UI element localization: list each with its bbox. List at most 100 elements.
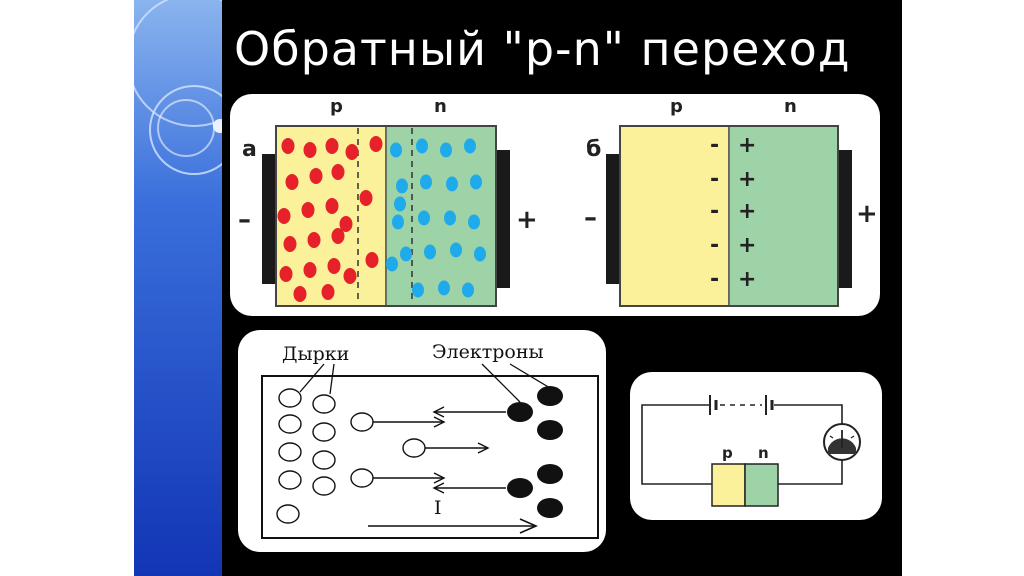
diagram-a-letter: а <box>242 137 257 162</box>
diagram-b-left-electrode <box>606 154 620 284</box>
hole-dot <box>345 144 359 160</box>
diagram-b-letter: б <box>586 137 601 162</box>
diagram-b-p-region <box>619 125 730 307</box>
pn-junction-diagrams-panel: а – + p n б – + p n <box>230 94 880 316</box>
diagram-b-n-region <box>728 125 839 307</box>
hole-circle <box>312 394 336 414</box>
electron-dot <box>392 214 404 230</box>
electron-dot <box>446 176 458 192</box>
carrier-arrows <box>373 406 506 494</box>
circuit-p-region <box>711 463 746 507</box>
negative-charge-mark: - <box>710 133 719 158</box>
battery-icon <box>709 395 774 415</box>
electron-ellipse <box>537 386 563 406</box>
hole-dot <box>369 136 383 152</box>
slide: Обратный "p-n" переход а – + p n <box>134 0 902 576</box>
hole-dot <box>301 202 315 218</box>
hole-dot <box>279 266 293 282</box>
positive-charge-mark: + <box>738 199 756 224</box>
electron-dot <box>440 142 452 158</box>
electron-dot <box>450 242 462 258</box>
hole-dot <box>331 228 345 244</box>
hole-dot <box>281 138 295 154</box>
diagram-a-left-electrode <box>262 154 276 284</box>
electron-ellipse <box>537 464 563 484</box>
positive-charge-mark: + <box>738 233 756 258</box>
hole-dot <box>359 190 373 206</box>
diagram-b-right-electrode <box>838 150 852 288</box>
hole-dot <box>293 286 307 302</box>
negative-charge-mark: - <box>710 267 719 292</box>
hole-dot <box>343 268 357 284</box>
electron-dot <box>420 174 432 190</box>
diagram-b-n-label: n <box>784 96 797 117</box>
hole-circle <box>278 470 302 490</box>
electron-dot <box>400 246 412 262</box>
negative-charge-mark: - <box>710 167 719 192</box>
hole-dot <box>325 138 339 154</box>
electron-dot <box>438 280 450 296</box>
diagram-a-p-region <box>275 125 387 307</box>
diagram-a-p-label: p <box>330 96 343 117</box>
electrons-label: Электроны <box>432 341 544 363</box>
positive-charge-mark: + <box>738 267 756 292</box>
diagram-a-n-label: n <box>434 96 447 117</box>
positive-charge-mark: + <box>738 133 756 158</box>
electron-dot <box>444 210 456 226</box>
hole-dot <box>339 216 353 232</box>
hole-circle <box>278 388 302 408</box>
electron-dot <box>390 142 402 158</box>
carriers-panel: Дырки Электроны I <box>238 330 606 552</box>
hole-dot <box>285 174 299 190</box>
circuit-panel: p n <box>630 372 882 520</box>
circuit-wires <box>641 404 843 485</box>
electron-dot <box>470 174 482 190</box>
electron-dot <box>396 178 408 194</box>
ammeter-icon <box>823 423 861 461</box>
electron-dot <box>464 138 476 154</box>
diagram-b-right-sign: + <box>856 199 878 229</box>
hole-circle <box>278 414 302 434</box>
hole-dot <box>303 142 317 158</box>
diagram-a-right-electrode <box>496 150 510 288</box>
hole-circle <box>312 450 336 470</box>
electron-ellipse <box>507 402 533 422</box>
hole-dot <box>325 198 339 214</box>
hole-circle <box>312 476 336 496</box>
slide-title: Обратный "p-n" переход <box>234 22 851 76</box>
electron-dot <box>474 246 486 262</box>
current-label: I <box>434 497 442 519</box>
negative-charge-mark: - <box>710 199 719 224</box>
hole-dot <box>307 232 321 248</box>
diagram-a-left-sign: – <box>238 205 251 235</box>
diagram-b: б – + p n -+-+-+-+-+ <box>584 96 878 307</box>
decorative-sidebar <box>134 0 222 576</box>
hole-dot <box>303 262 317 278</box>
hole-circle <box>402 438 426 458</box>
hole-dot <box>283 236 297 252</box>
electron-ellipse <box>537 498 563 518</box>
electron-dot <box>462 282 474 298</box>
hole-circle <box>276 504 300 524</box>
electron-dot <box>394 196 406 212</box>
hole-dot <box>321 284 335 300</box>
semiconductor-outline <box>261 375 599 539</box>
electron-dot <box>424 244 436 260</box>
holes-label: Дырки <box>282 343 349 365</box>
diagram-a-right-sign: + <box>516 205 538 235</box>
negative-charge-mark: - <box>710 233 719 258</box>
electron-dot <box>468 214 480 230</box>
electron-ellipse <box>507 478 533 498</box>
electron-ellipse <box>537 420 563 440</box>
hole-circle <box>350 468 374 488</box>
electron-dot <box>416 138 428 154</box>
electron-dot <box>412 282 424 298</box>
hole-dot <box>331 164 345 180</box>
electrons-group <box>507 386 563 518</box>
diagram-b-left-sign: – <box>584 203 597 233</box>
diagram-a: а – + p n <box>238 96 538 307</box>
circuit-n-label: n <box>758 444 769 462</box>
hole-circle <box>278 442 302 462</box>
positive-charge-mark: + <box>738 167 756 192</box>
hole-circle <box>312 422 336 442</box>
